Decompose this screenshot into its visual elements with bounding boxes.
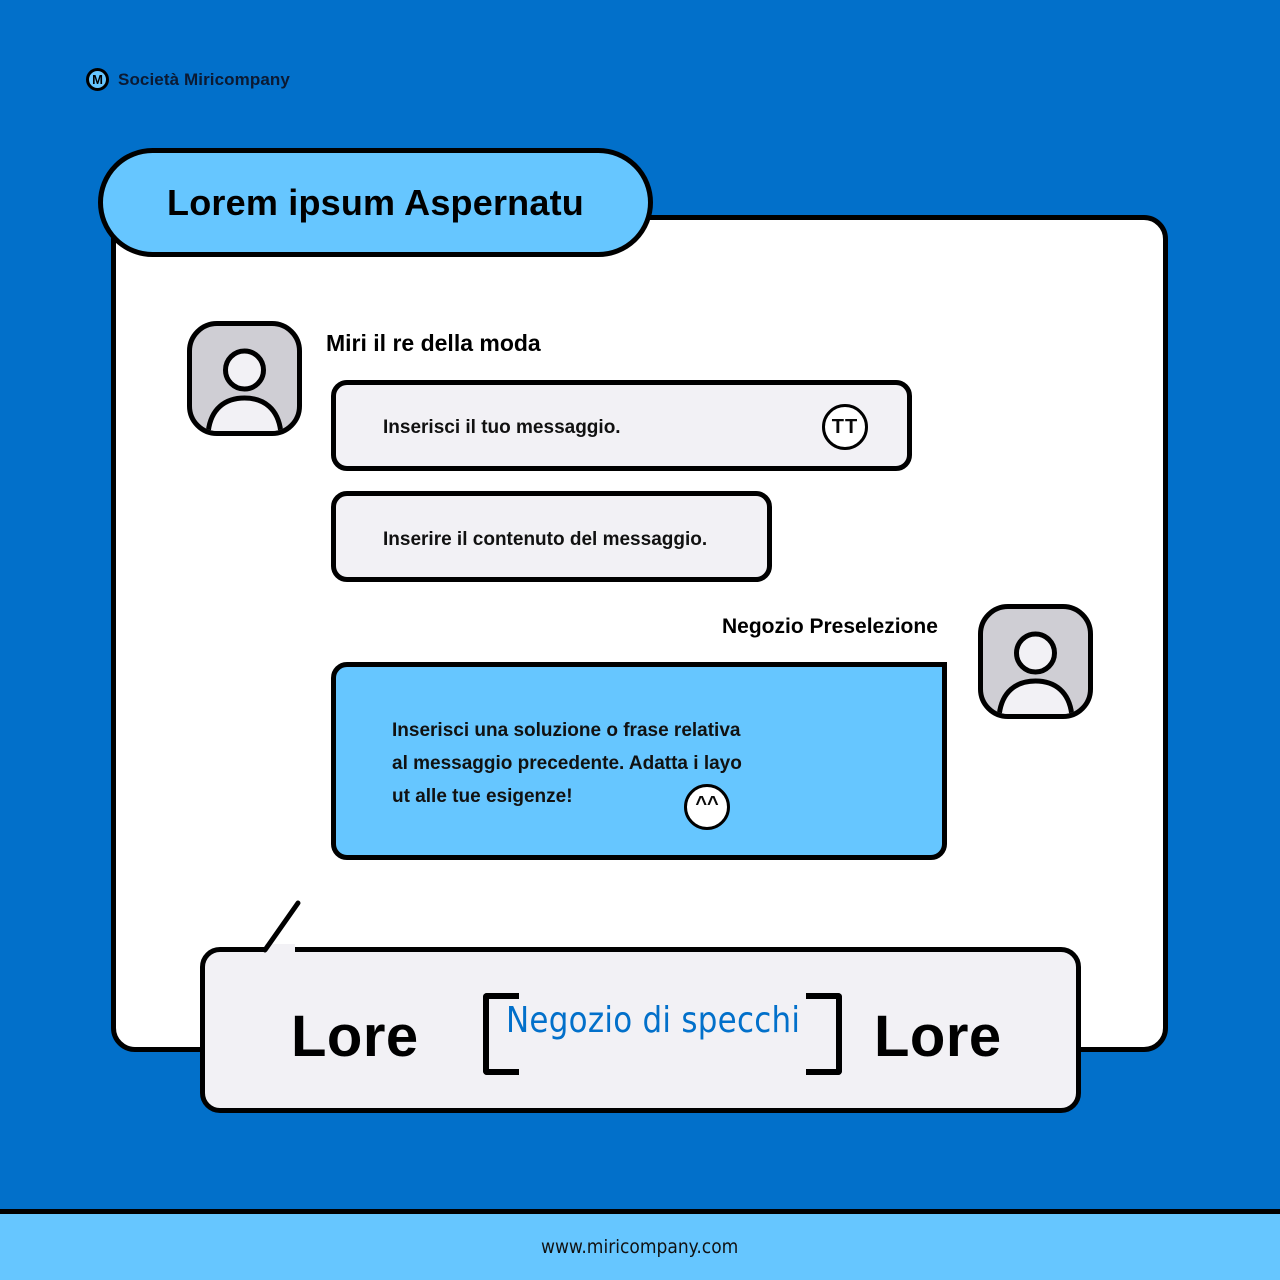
brand-name: Società Miricompany xyxy=(118,69,290,89)
user-avatar-icon xyxy=(187,321,302,436)
right-bracket xyxy=(806,993,842,1075)
user-avatar-icon xyxy=(978,604,1093,719)
message-text: Inserire il contenuto del messaggio. xyxy=(383,529,708,550)
callout-right-word: Lore xyxy=(874,1004,1002,1069)
reply-bubble: Inserisci una soluzione o frase relativa… xyxy=(331,662,947,860)
website-link[interactable]: www.miricompany.com xyxy=(541,1236,739,1258)
crying-face-icon: TT xyxy=(822,404,868,450)
smiling-face-icon: ^^ xyxy=(684,784,730,830)
brand-logo-icon: M xyxy=(86,68,109,91)
callout-left-word: Lore xyxy=(291,1004,419,1069)
sender-name-outgoing: Negozio Preselezione xyxy=(722,615,938,638)
callout-highlight: Negozio di specchi xyxy=(506,1000,801,1041)
title-pill: Lorem ipsum Aspernatu xyxy=(98,148,653,257)
footer: www.miricompany.com xyxy=(0,1209,1280,1280)
message-text: Inserisci il tuo messaggio. xyxy=(383,417,621,438)
reply-text: Inserisci una soluzione o frase relativa… xyxy=(392,720,742,807)
callout-tail xyxy=(262,900,301,953)
page-title: Lorem ipsum Aspernatu xyxy=(167,181,584,223)
left-bracket xyxy=(483,993,519,1075)
message-bubble: Inserire il contenuto del messaggio. xyxy=(331,491,772,582)
message-bubble: Inserisci il tuo messaggio. TT xyxy=(331,380,912,471)
sender-name-incoming: Miri il re della moda xyxy=(326,330,541,356)
callout-box xyxy=(200,947,1081,1113)
brand: M Società Miricompany xyxy=(86,68,290,91)
